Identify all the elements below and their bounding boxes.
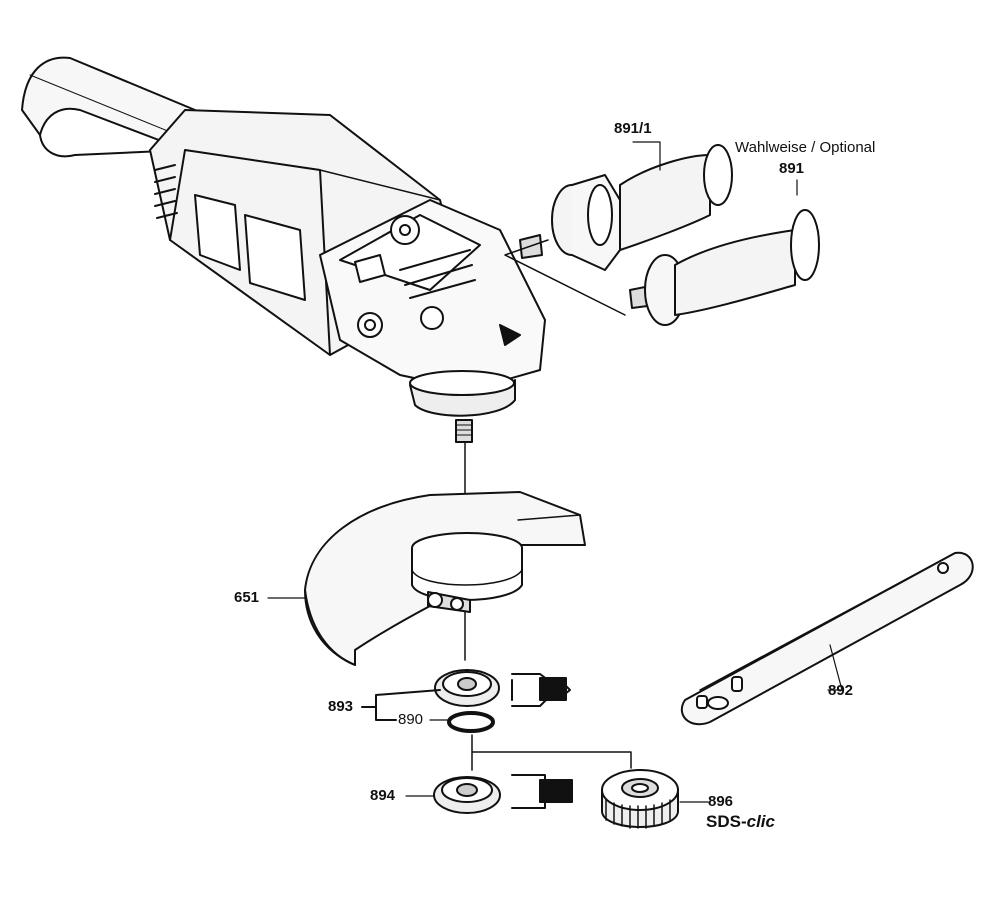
o-ring — [447, 711, 495, 733]
clamp-nut-orientation-icon — [511, 774, 573, 809]
label-651: 651 — [234, 589, 260, 606]
two-pin-spanner — [680, 551, 974, 726]
wheel-guard — [304, 491, 586, 666]
angle-grinder-body — [21, 56, 546, 443]
sds-prefix: SDS- — [706, 812, 747, 831]
auxiliary-handle-standard — [629, 209, 820, 326]
label-892: 892 — [828, 682, 854, 699]
mounting-flange — [434, 669, 500, 733]
label-893: 893 — [328, 698, 354, 715]
label-891-1: 891/1 — [614, 120, 652, 137]
label-optional: Wahlweise / Optional — [735, 139, 876, 156]
clamp-nut — [433, 776, 501, 814]
sds-suffix: clic — [746, 812, 775, 831]
label-896: 896 — [708, 793, 734, 810]
label-891: 891 — [779, 160, 805, 177]
flange-orientation-icon — [511, 673, 571, 707]
auxiliary-handle-vibration — [519, 144, 733, 271]
label-sds-clic: SDS-clic — [706, 812, 775, 832]
quick-clamping-nut — [601, 769, 679, 829]
label-894: 894 — [370, 787, 396, 804]
label-890: 890 — [398, 711, 424, 728]
